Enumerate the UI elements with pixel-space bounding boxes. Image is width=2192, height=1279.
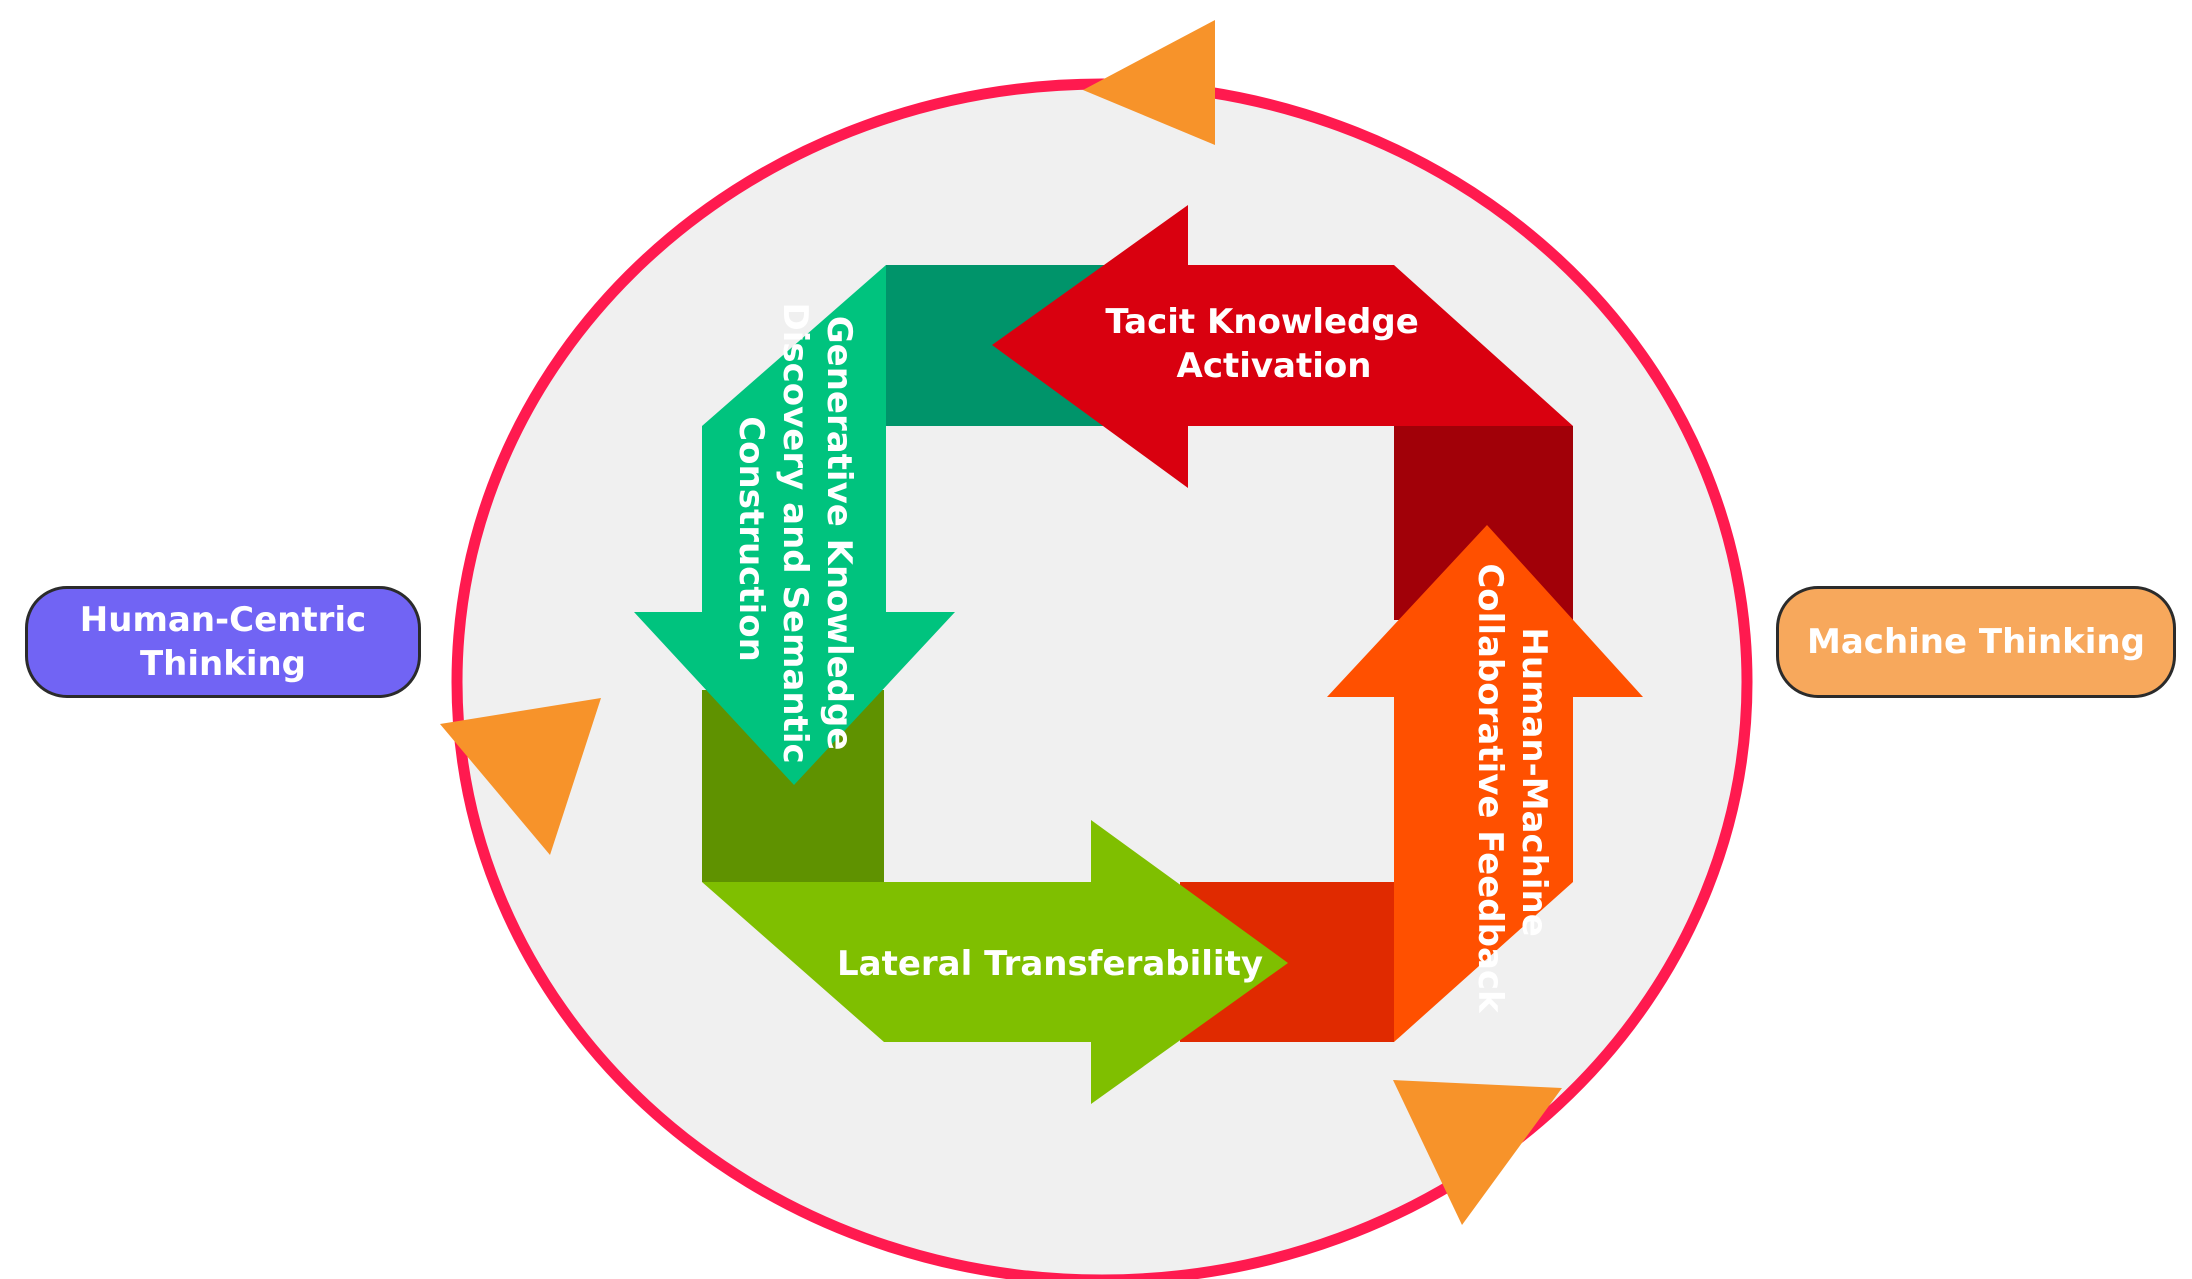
human-centric-line-2: Thinking xyxy=(139,644,307,684)
label-feedback-line-1: Human-Machine xyxy=(1514,627,1554,936)
machine-thinking-label: Machine Thinking xyxy=(1807,622,2145,662)
label-feedback-line-2: Collaborative Feedback xyxy=(1470,563,1510,1014)
label-tacit-line-1: Tacit Knowledge xyxy=(1105,302,1418,342)
arrow-tacit-knowledge xyxy=(992,205,1573,488)
label-lateral-transferability: Lateral Transferability xyxy=(837,944,1263,984)
label-generative-line-1: Generative Knowledge xyxy=(819,316,859,751)
arrow-human-machine-feedback xyxy=(1327,525,1643,1042)
label-tacit-line-2: Activation xyxy=(1177,346,1372,386)
human-centric-thinking-label: Human-Centric Thinking xyxy=(80,598,366,686)
triangle-bottom-icon xyxy=(1393,1080,1562,1225)
human-centric-thinking-pill: Human-Centric Thinking xyxy=(25,586,421,698)
arrow-lateral-transferability xyxy=(702,820,1288,1104)
label-tacit-knowledge: Tacit Knowledge Activation xyxy=(1105,302,1430,386)
triangle-left-icon xyxy=(440,698,601,855)
human-centric-line-1: Human-Centric xyxy=(79,600,367,640)
label-human-machine-feedback: Human-Machine Collaborative Feedback xyxy=(1470,563,1554,1014)
corner-joint-bottom-left xyxy=(702,690,884,882)
arrow-generative-knowledge xyxy=(634,265,955,785)
label-generative-line-3: Construction xyxy=(731,416,771,662)
label-generative-knowledge: Generative Knowledge Discovery and Seman… xyxy=(731,303,859,776)
triangle-top-icon xyxy=(1083,20,1215,145)
machine-thinking-pill: Machine Thinking xyxy=(1776,586,2176,698)
label-generative-line-2: Discovery and Semantic xyxy=(775,303,815,764)
